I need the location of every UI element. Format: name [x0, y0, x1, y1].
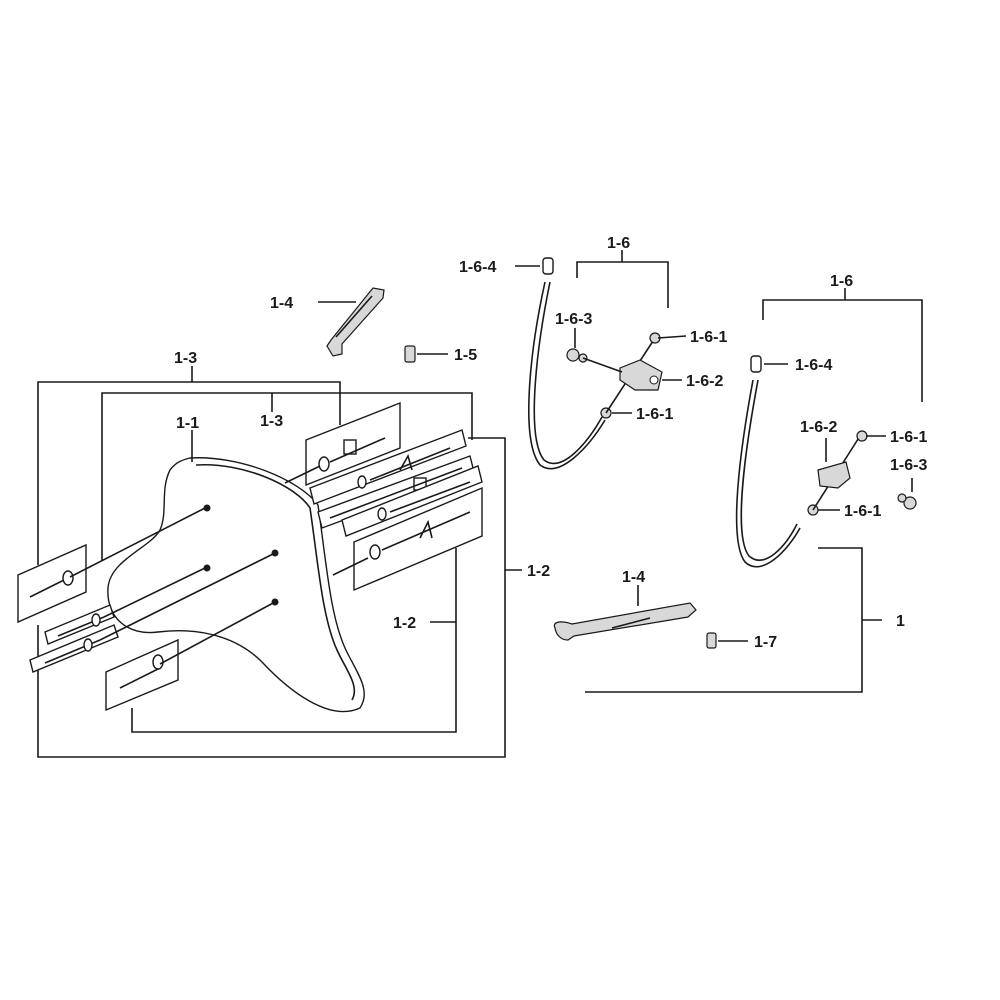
hardware-strip [341, 465, 483, 537]
bracket-1-6-right [762, 299, 923, 402]
hardware-panels-right [284, 401, 483, 592]
label-1-2-outer: 1-2 [527, 563, 550, 580]
label-1-6-1-right-bottom: 1-6-1 [844, 503, 881, 520]
bracket-1-6-left [576, 261, 669, 308]
stay-bracket-top [318, 287, 385, 357]
nut-1-7 [706, 632, 748, 649]
hardware-panel [17, 543, 87, 624]
label-1-6-1-left-bottom: 1-6-1 [636, 406, 673, 423]
cable-assembly-right [735, 355, 917, 568]
bracket-1-2-inner [131, 548, 457, 733]
hardware-strip [309, 429, 467, 505]
label-1-6-1-left-top: 1-6-1 [690, 329, 727, 346]
bracket-1-3-outer [37, 381, 341, 565]
label-1-4-bottom: 1-4 [622, 569, 645, 586]
callout-labels: 1-3 1-3 1-1 1-4 1-5 1-2 1-2 1-4 1-7 1 1-… [174, 235, 927, 651]
bracket-1-3-inner [101, 392, 473, 560]
label-1-6-1-right-top: 1-6-1 [890, 429, 927, 446]
nut-1-5 [404, 345, 448, 363]
hardware-panel [353, 486, 483, 592]
label-1-6-2-left: 1-6-2 [686, 373, 723, 390]
label-1-6-3-left: 1-6-3 [555, 311, 592, 328]
label-1-6-4-right: 1-6-4 [795, 357, 832, 374]
label-1-6-2-right: 1-6-2 [800, 419, 837, 436]
windshield-outer [107, 457, 365, 713]
bracket-1-2-outer [37, 437, 506, 758]
hardware-panel [105, 638, 179, 712]
label-1-5: 1-5 [454, 347, 477, 364]
windshield-inner-edge [195, 463, 356, 701]
stay-bracket-bottom [553, 585, 697, 641]
label-1-6-4-left: 1-6-4 [459, 259, 496, 276]
label-1: 1 [896, 613, 905, 630]
hardware-panels-left [17, 507, 276, 712]
label-1-6-right: 1-6 [830, 273, 853, 290]
label-1-2-inner: 1-2 [393, 615, 416, 632]
label-1-6-left: 1-6 [607, 235, 630, 252]
label-1-4-top: 1-4 [270, 295, 293, 312]
cable-assembly-left [515, 257, 687, 470]
assembly-brackets [37, 250, 923, 758]
label-1-6-3-right: 1-6-3 [890, 457, 927, 474]
label-1-3-outer: 1-3 [174, 350, 197, 367]
label-1-1: 1-1 [176, 415, 199, 432]
label-1-3-inner: 1-3 [260, 413, 283, 430]
windshield [107, 430, 365, 713]
label-1-7: 1-7 [754, 634, 777, 651]
